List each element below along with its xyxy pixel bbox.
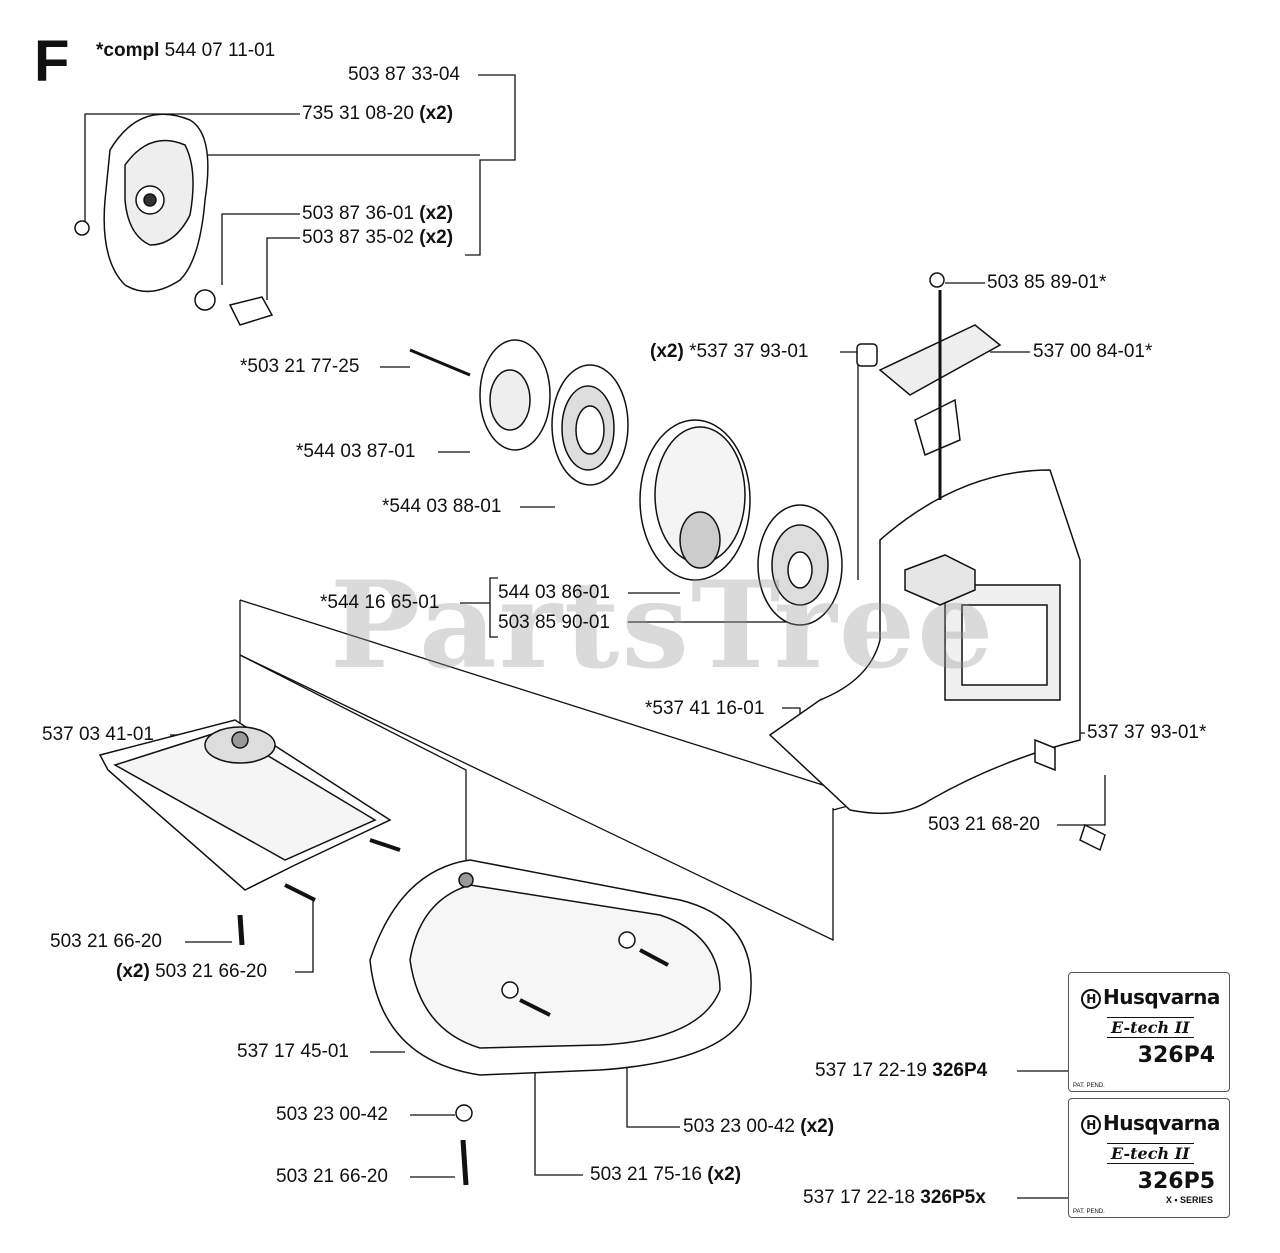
- part-label[interactable]: (x2) *537 37 93-01: [650, 341, 809, 362]
- pat-pend: PAT. PEND.: [1073, 1209, 1105, 1215]
- part-label[interactable]: (x2) 503 21 66-20: [116, 961, 268, 982]
- part-label[interactable]: 503 87 35-02 (x2): [302, 227, 454, 248]
- part-label[interactable]: 503 21 66-20: [50, 931, 162, 952]
- section-letter: F: [34, 29, 70, 94]
- starter-cover: [74, 113, 274, 326]
- part-label[interactable]: *503 21 77-25: [240, 356, 360, 377]
- part-label[interactable]: 537 37 93-01*: [1087, 722, 1207, 743]
- decal-model: 326P5: [1137, 1169, 1215, 1194]
- part-label[interactable]: 503 23 00-42 (x2): [683, 1116, 835, 1137]
- part-label[interactable]: 503 85 89-01*: [987, 272, 1107, 293]
- leader-line: [465, 74, 516, 256]
- leader-line: [239, 654, 467, 880]
- part-label[interactable]: 537 17 22-18 326P5x: [803, 1187, 986, 1208]
- part-label[interactable]: 503 21 75-16 (x2): [590, 1164, 742, 1185]
- mounting-bracket: [98, 719, 401, 946]
- leader-line: [489, 577, 498, 638]
- complete-assembly-label[interactable]: *compl 544 07 11-01: [96, 40, 275, 62]
- part-label[interactable]: 537 17 45-01: [237, 1041, 349, 1062]
- part-label[interactable]: 503 85 90-01: [498, 612, 610, 633]
- part-label[interactable]: 537 17 22-19 326P4: [815, 1060, 988, 1081]
- starter-handle: [856, 272, 1002, 500]
- part-label[interactable]: *544 16 65-01: [320, 592, 440, 613]
- leader-line: [239, 654, 834, 942]
- etech-label: E-tech II: [1107, 1017, 1194, 1038]
- pulley-assembly: [409, 339, 843, 626]
- leader-line: [221, 213, 300, 285]
- leader-line: [840, 351, 859, 365]
- etech-label: E-tech II: [1107, 1143, 1194, 1164]
- starter-housing: [768, 469, 1106, 852]
- part-label[interactable]: 735 31 08-20 (x2): [302, 103, 454, 124]
- compl-part: 544 07 11-01: [164, 40, 276, 61]
- leader-line: [266, 237, 300, 300]
- leader-line: [84, 113, 300, 225]
- part-label[interactable]: *544 03 88-01: [382, 496, 502, 517]
- part-label[interactable]: 537 03 41-01: [42, 724, 154, 745]
- crown-h-icon: H: [1081, 988, 1101, 1009]
- compl-prefix: *compl: [96, 40, 160, 61]
- part-label[interactable]: 544 03 86-01: [498, 582, 610, 603]
- part-label[interactable]: 503 87 33-04: [348, 64, 460, 85]
- part-label[interactable]: 503 21 66-20: [276, 1166, 388, 1187]
- crown-h-icon: H: [1081, 1114, 1101, 1135]
- part-label[interactable]: *537 41 16-01: [645, 698, 765, 719]
- part-label[interactable]: *544 03 87-01: [296, 441, 416, 462]
- leader-line: [295, 900, 314, 973]
- leader-line: [1057, 775, 1106, 826]
- decal-model: 326P4: [1137, 1043, 1215, 1068]
- part-label[interactable]: 503 21 68-20: [928, 814, 1040, 835]
- x-series-label: X • SERIES: [1165, 1195, 1213, 1205]
- guard: [369, 859, 752, 1186]
- watermark: PartsTree: [330, 555, 996, 696]
- part-label[interactable]: 537 00 84-01*: [1033, 341, 1153, 362]
- pat-pend: PAT. PEND.: [1073, 1083, 1105, 1089]
- part-label[interactable]: 503 87 36-01 (x2): [302, 203, 454, 224]
- part-label[interactable]: 503 23 00-42: [276, 1104, 388, 1125]
